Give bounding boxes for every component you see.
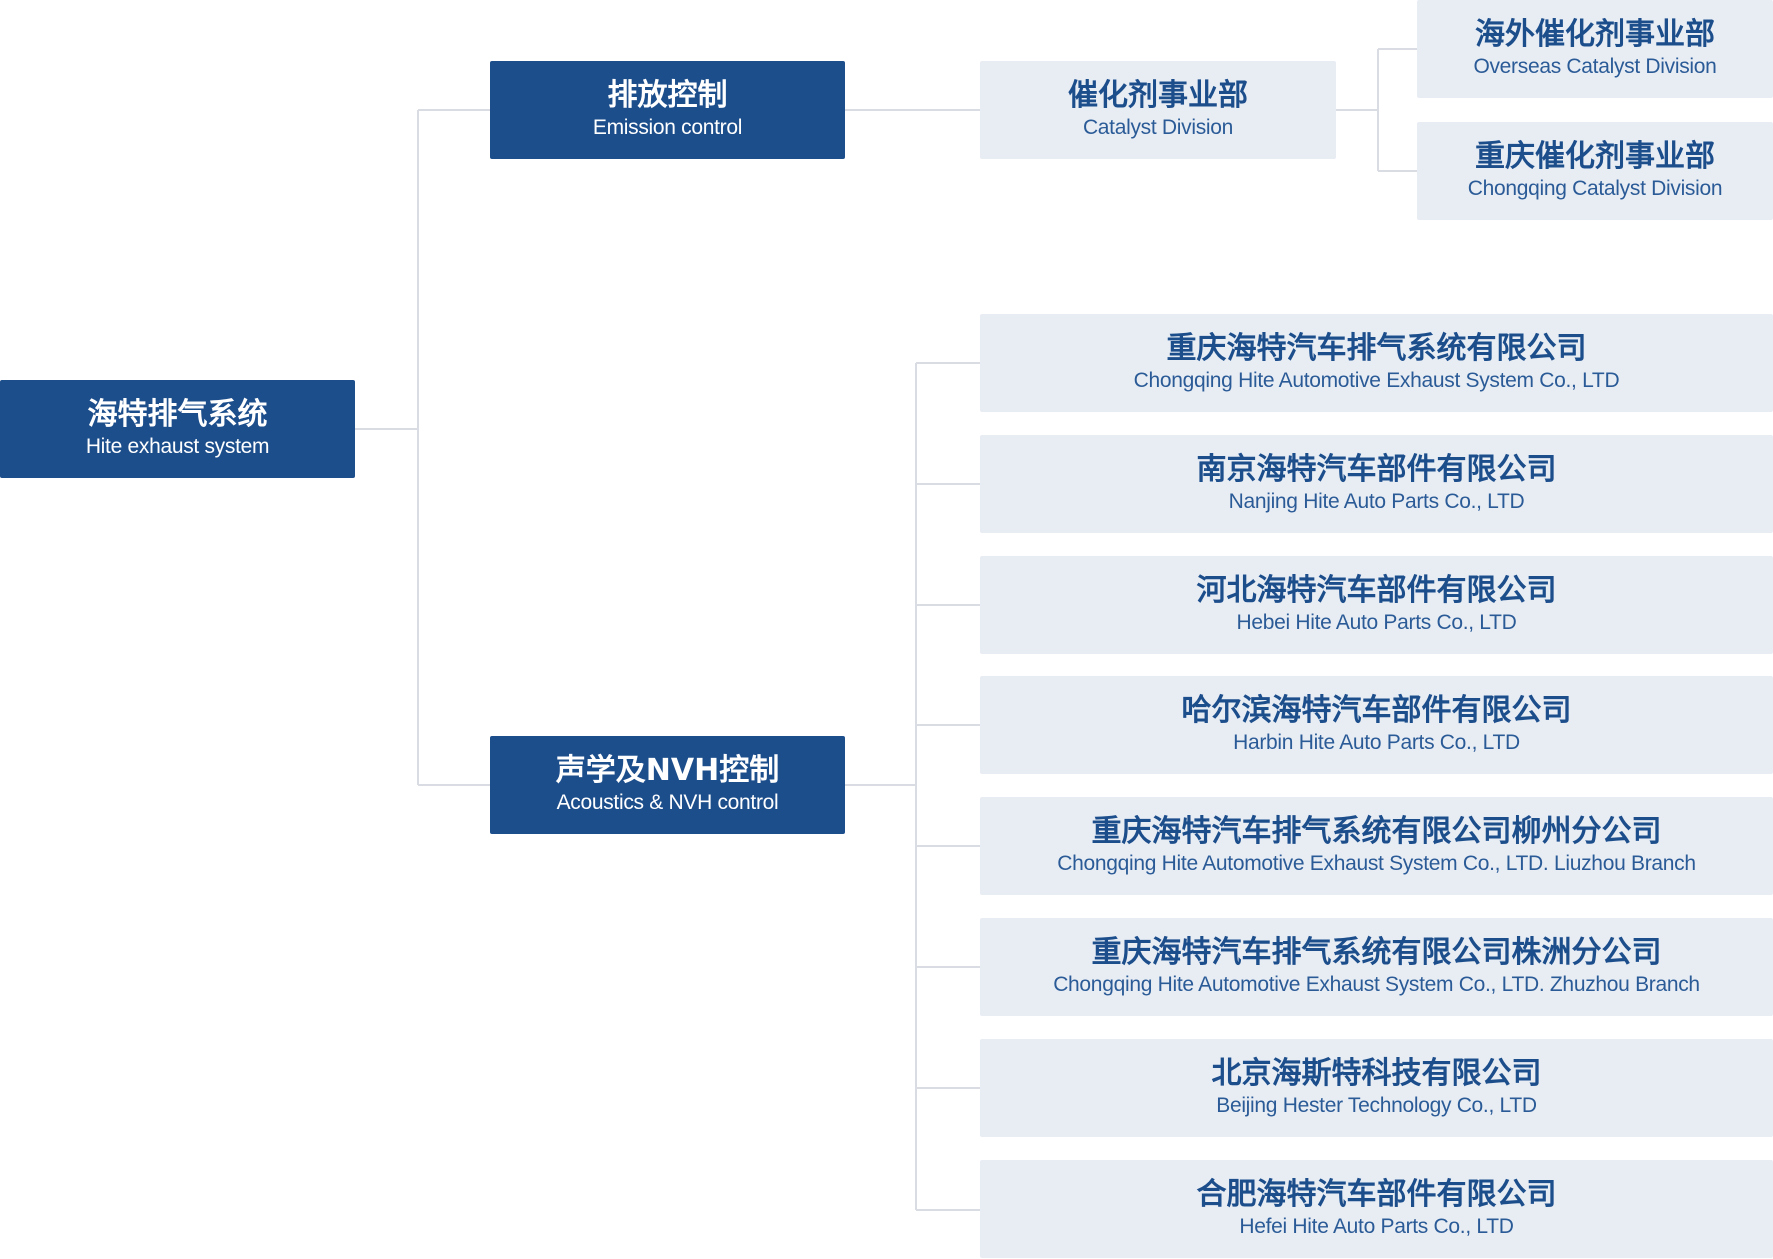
company-name-en: Chongqing Hite Automotive Exhaust System… (1053, 973, 1700, 996)
company-node-beijing-hester: 北京海斯特科技有限公司 Beijing Hester Technology Co… (980, 1039, 1773, 1137)
acoustics-nvh-control-en: Acoustics & NVH control (556, 791, 779, 814)
company-name-en: Beijing Hester Technology Co., LTD (1216, 1094, 1537, 1117)
emission-control-node: 排放控制 Emission control (490, 61, 845, 159)
root-title-en: Hite exhaust system (85, 435, 270, 458)
emission-control-en: Emission control (592, 116, 743, 139)
company-name-zh: 合肥海特汽车部件有限公司 (1196, 1177, 1557, 1212)
chongqing-catalyst-division-en: Chongqing Catalyst Division (1467, 177, 1723, 200)
company-name-zh: 重庆海特汽车排气系统有限公司柳州分公司 (1091, 814, 1662, 849)
company-node-zhuzhou-branch: 重庆海特汽车排气系统有限公司株洲分公司 Chongqing Hite Autom… (980, 918, 1773, 1016)
catalyst-division-node: 催化剂事业部 Catalyst Division (980, 61, 1336, 159)
company-node-liuzhou-branch: 重庆海特汽车排气系统有限公司柳州分公司 Chongqing Hite Autom… (980, 797, 1773, 895)
acoustics-nvh-control-zh: 声学及NVH控制 (555, 753, 780, 788)
company-node-chongqing: 重庆海特汽车排气系统有限公司 Chongqing Hite Automotive… (980, 314, 1773, 412)
company-name-en: Chongqing Hite Automotive Exhaust System… (1133, 369, 1620, 392)
company-node-hefei: 合肥海特汽车部件有限公司 Hefei Hite Auto Parts Co., … (980, 1160, 1773, 1258)
overseas-catalyst-division-node: 海外催化剂事业部 Overseas Catalyst Division (1417, 0, 1773, 98)
chongqing-catalyst-division-zh: 重庆催化剂事业部 (1475, 139, 1715, 174)
company-name-zh: 南京海特汽车部件有限公司 (1196, 452, 1557, 487)
overseas-catalyst-division-zh: 海外催化剂事业部 (1475, 17, 1715, 52)
company-name-zh: 重庆海特汽车排气系统有限公司 (1166, 331, 1587, 366)
company-name-en: Hefei Hite Auto Parts Co., LTD (1239, 1215, 1514, 1238)
overseas-catalyst-division-en: Overseas Catalyst Division (1473, 55, 1717, 78)
company-name-en: Harbin Hite Auto Parts Co., LTD (1233, 731, 1520, 754)
company-name-zh: 哈尔滨海特汽车部件有限公司 (1181, 693, 1572, 728)
acoustics-nvh-control-node: 声学及NVH控制 Acoustics & NVH control (490, 736, 845, 834)
company-node-hebei: 河北海特汽车部件有限公司 Hebei Hite Auto Parts Co., … (980, 556, 1773, 654)
company-node-harbin: 哈尔滨海特汽车部件有限公司 Harbin Hite Auto Parts Co.… (980, 676, 1773, 774)
chongqing-catalyst-division-node: 重庆催化剂事业部 Chongqing Catalyst Division (1417, 122, 1773, 220)
company-name-zh: 北京海斯特科技有限公司 (1211, 1056, 1542, 1091)
catalyst-division-en: Catalyst Division (1082, 116, 1234, 139)
company-node-nanjing: 南京海特汽车部件有限公司 Nanjing Hite Auto Parts Co.… (980, 435, 1773, 533)
emission-control-zh: 排放控制 (607, 78, 728, 113)
company-name-zh: 重庆海特汽车排气系统有限公司株洲分公司 (1091, 935, 1662, 970)
catalyst-division-zh: 催化剂事业部 (1068, 78, 1248, 113)
company-name-en: Nanjing Hite Auto Parts Co., LTD (1228, 490, 1525, 513)
company-name-en: Hebei Hite Auto Parts Co., LTD (1236, 611, 1517, 634)
root-node: 海特排气系统 Hite exhaust system (0, 380, 355, 478)
root-title-zh: 海特排气系统 (87, 397, 268, 432)
company-name-en: Chongqing Hite Automotive Exhaust System… (1057, 852, 1696, 875)
company-name-zh: 河北海特汽车部件有限公司 (1196, 573, 1557, 608)
